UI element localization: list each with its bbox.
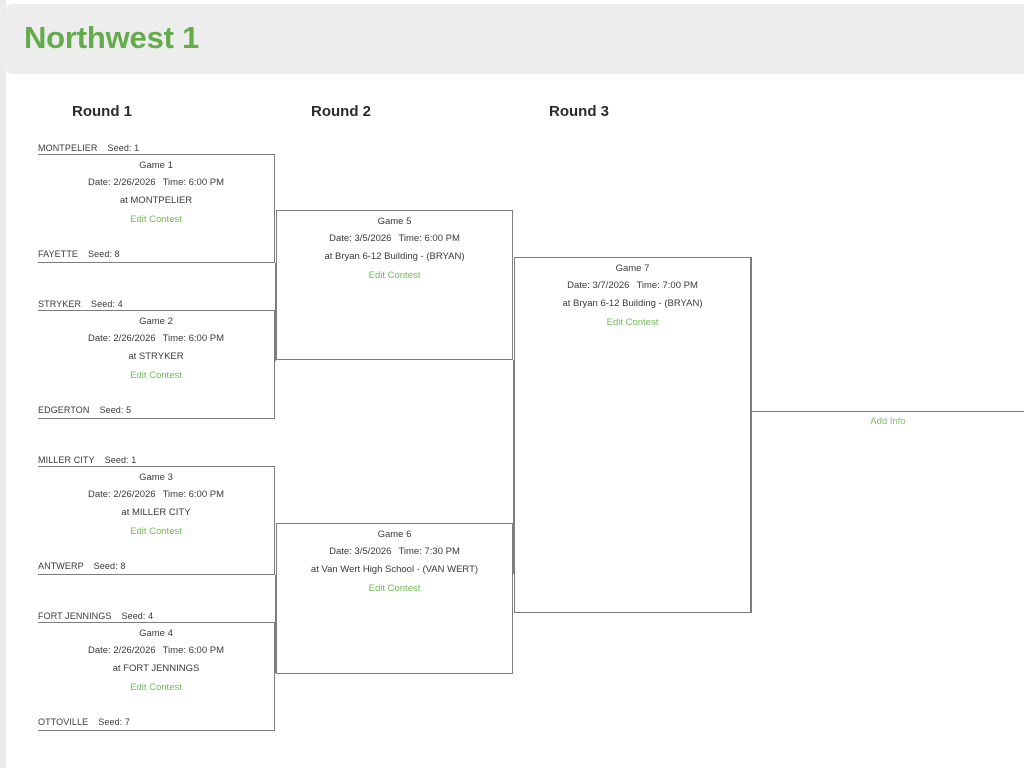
team-row: MONTPELIER Seed: 1: [38, 143, 139, 153]
edit-contest-link[interactable]: Edit Contest: [368, 270, 421, 282]
game-date: Date: 3/5/2026: [329, 546, 392, 558]
game-schedule: Date: 2/26/2026 Time: 6:00 PM: [38, 644, 274, 657]
game-info: Game 4 Date: 2/26/2026 Time: 6:00 PM at F…: [38, 627, 274, 698]
game-schedule: Date: 2/26/2026 Time: 6:00 PM: [38, 488, 274, 501]
team-name: EDGERTON: [38, 405, 90, 415]
game-time: Time: 6:00 PM: [162, 645, 225, 657]
game-schedule: Date: 3/5/2026 Time: 7:30 PM: [277, 545, 512, 558]
game-title: Game 3: [139, 472, 173, 483]
edit-contest-link[interactable]: Edit Contest: [368, 583, 421, 595]
game-location: at MILLER CITY: [121, 506, 191, 518]
add-info-link[interactable]: Add Info: [870, 416, 906, 427]
team-seed: Seed: 7: [98, 717, 130, 727]
team-seed: Seed: 4: [91, 299, 123, 309]
team-row: FORT JENNINGS Seed: 4: [38, 611, 153, 621]
game-date: Date: 2/26/2026: [87, 177, 156, 189]
game-info: Game 5 Date: 3/5/2026 Time: 6:00 PM at Br…: [277, 215, 512, 286]
game-location: at Van Wert High School - (VAN WERT): [310, 563, 479, 575]
team-row: EDGERTON Seed: 5: [38, 405, 131, 415]
bracket-connector-vertical: [513, 360, 514, 574]
team-name: STRYKER: [38, 299, 82, 309]
game-date: Date: 3/5/2026: [329, 233, 392, 245]
bracket-connector-vertical: [751, 257, 752, 613]
game-title: Game 2: [139, 316, 173, 327]
game-info: Game 1 Date: 2/26/2026 Time: 6:00 PM at M…: [38, 159, 274, 230]
tournament-bracket: Round 1 Round 2 Round 3 MONTPELIER Seed: …: [0, 74, 1024, 768]
page-title: Northwest 1: [24, 20, 200, 55]
game-info: Game 2 Date: 2/26/2026 Time: 6:00 PM at S…: [38, 315, 274, 386]
team-name: FAYETTE: [38, 249, 79, 259]
game-box-2: Game 2 Date: 2/26/2026 Time: 6:00 PM at S…: [38, 310, 275, 419]
game-date: Date: 2/26/2026: [87, 645, 156, 657]
game-title: Game 1: [139, 160, 173, 171]
edit-contest-link[interactable]: Edit Contest: [130, 682, 182, 694]
game-date: Date: 2/26/2026: [87, 489, 156, 501]
game-box-7: Game 7 Date: 3/7/2026 Time: 7:00 PM at Br…: [514, 257, 751, 613]
team-name: MILLER CITY: [38, 455, 95, 465]
edit-contest-link[interactable]: Edit Contest: [606, 317, 659, 329]
game-schedule: Date: 2/26/2026 Time: 6:00 PM: [38, 176, 274, 189]
team-name: OTTOVILLE: [38, 717, 89, 727]
team-seed: Seed: 8: [93, 561, 126, 571]
team-seed: Seed: 4: [121, 611, 154, 621]
game-location: at STRYKER: [128, 350, 184, 362]
game-date: Date: 2/26/2026: [87, 333, 156, 345]
game-box-1: Game 1 Date: 2/26/2026 Time: 6:00 PM at M…: [38, 154, 275, 263]
round-label-2: Round 2: [311, 103, 371, 120]
team-row: MILLER CITY Seed: 1: [38, 455, 136, 465]
game-box-4: Game 4 Date: 2/26/2026 Time: 6:00 PM at F…: [38, 622, 275, 731]
bracket-connector-vertical: [275, 575, 276, 673]
team-row: ANTWERP Seed: 8: [38, 561, 125, 571]
game-location: at FORT JENNINGS: [112, 662, 200, 674]
game-time: Time: 6:00 PM: [162, 333, 225, 345]
game-time: Time: 6:00 PM: [398, 233, 460, 245]
game-location: at Bryan 6-12 Building - (BRYAN): [562, 297, 703, 309]
game-info: Game 6 Date: 3/5/2026 Time: 7:30 PM at Va…: [277, 528, 512, 599]
game-schedule: Date: 2/26/2026 Time: 6:00 PM: [38, 332, 274, 345]
game-title: Game 4: [139, 628, 173, 639]
game-location: at MONTPELIER: [119, 194, 193, 206]
edit-contest-link[interactable]: Edit Contest: [130, 526, 182, 538]
game-time: Time: 6:00 PM: [162, 177, 225, 189]
game-schedule: Date: 3/7/2026 Time: 7:00 PM: [515, 279, 750, 292]
game-time: Time: 7:30 PM: [398, 546, 460, 558]
edit-contest-link[interactable]: Edit Contest: [130, 214, 182, 226]
round-label-1: Round 1: [72, 103, 132, 120]
team-name: ANTWERP: [38, 561, 84, 571]
bracket-connector-vertical: [275, 263, 276, 361]
page-header: Northwest 1: [6, 4, 1024, 74]
game-date: Date: 3/7/2026: [567, 280, 630, 292]
team-row: FAYETTE Seed: 8: [38, 249, 120, 259]
game-box-5: Game 5 Date: 3/5/2026 Time: 6:00 PM at Br…: [276, 210, 513, 360]
team-name: FORT JENNINGS: [38, 611, 112, 621]
game-box-3: Game 3 Date: 2/26/2026 Time: 6:00 PM at M…: [38, 466, 275, 575]
team-seed: Seed: 1: [107, 143, 140, 153]
team-row: STRYKER Seed: 4: [38, 299, 123, 309]
team-name: MONTPELIER: [38, 143, 98, 153]
game-title: Game 6: [377, 529, 412, 540]
game-schedule: Date: 3/5/2026 Time: 6:00 PM: [277, 232, 512, 245]
round-label-3: Round 3: [549, 103, 609, 120]
game-location: at Bryan 6-12 Building - (BRYAN): [324, 250, 465, 262]
game-box-6: Game 6 Date: 3/5/2026 Time: 7:30 PM at Va…: [276, 523, 513, 674]
team-seed: Seed: 8: [88, 249, 120, 259]
game-info: Game 7 Date: 3/7/2026 Time: 7:00 PM at Br…: [515, 262, 750, 333]
page-left-edge-strip: [0, 0, 6, 768]
game-time: Time: 7:00 PM: [636, 280, 698, 292]
game-title: Game 5: [377, 216, 412, 227]
team-row: OTTOVILLE Seed: 7: [38, 717, 130, 727]
team-seed: Seed: 1: [104, 455, 137, 465]
team-seed: Seed: 5: [99, 405, 132, 415]
game-info: Game 3 Date: 2/26/2026 Time: 6:00 PM at M…: [38, 471, 274, 542]
game-time: Time: 6:00 PM: [162, 489, 225, 501]
game-title: Game 7: [615, 263, 650, 274]
champion-slot: Add Info: [752, 411, 1024, 441]
edit-contest-link[interactable]: Edit Contest: [130, 370, 182, 382]
